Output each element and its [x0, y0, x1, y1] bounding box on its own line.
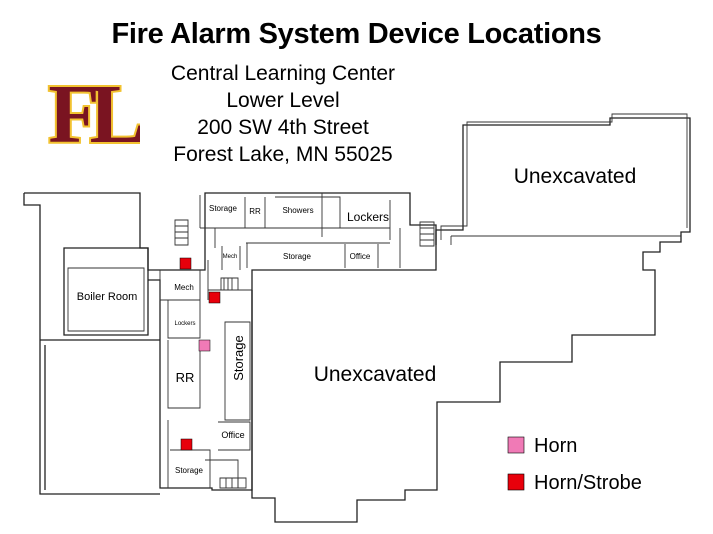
wall-unexcavated-top-inner [440, 113, 688, 245]
label-rr-top: RR [249, 207, 261, 216]
stairs-top-left [174, 219, 189, 246]
label-unexcavated-top: Unexcavated [514, 165, 637, 188]
label-mech-small: Mech [223, 254, 238, 260]
legend-horn-swatch [507, 436, 525, 454]
logo-letters: FL [48, 68, 140, 161]
stairs-top-right [419, 221, 435, 247]
address-line-city: Forest Lake, MN 55025 [173, 143, 393, 166]
label-lockers-small: Lockers [174, 321, 195, 327]
wall-unexcavated-top [251, 117, 691, 523]
label-storage-bottom: Storage [175, 466, 204, 475]
fl-logo: FL [46, 66, 140, 163]
address-line-building: Central Learning Center [170, 62, 396, 85]
wall-top-rooms [199, 193, 401, 268]
wall-boiler-room [63, 247, 149, 336]
label-office-top: Office [350, 252, 371, 261]
stairs-bottom [219, 477, 247, 489]
legend-horn-strobe-label: Horn/Strobe [534, 472, 642, 494]
page-title: Fire Alarm System Device Locations [111, 18, 602, 50]
device-horn [198, 339, 211, 352]
wall-left-wing [23, 193, 160, 495]
address-line-street: 200 SW 4th Street [197, 116, 369, 139]
device-horn-strobe [180, 438, 193, 451]
legend-horn-label: Horn [534, 435, 577, 457]
label-lockers-top: Lockers [347, 210, 389, 224]
wall-boiler-inner [67, 267, 145, 332]
wall-main-block [24, 192, 437, 491]
address-block: Central Learning Center Lower Level 200 … [148, 60, 418, 168]
label-storage-corridor: Storage [283, 252, 312, 261]
label-mech: Mech [174, 283, 194, 292]
device-horn-strobe [208, 291, 221, 304]
label-rr-left: RR [176, 370, 195, 385]
label-storage-vertical: Storage [231, 335, 246, 381]
label-office-bottom: Office [221, 430, 244, 440]
label-unexcavated-main: Unexcavated [314, 363, 437, 386]
address-line-level: Lower Level [226, 89, 340, 112]
device-horn-strobe [179, 257, 192, 270]
label-storage-top: Storage [209, 204, 238, 213]
label-boiler-room: Boiler Room [77, 291, 138, 303]
stairs-mid [220, 277, 239, 291]
legend: Horn Horn/Strobe [507, 435, 642, 494]
label-showers: Showers [282, 206, 313, 215]
legend-horn-strobe-swatch [507, 473, 525, 491]
